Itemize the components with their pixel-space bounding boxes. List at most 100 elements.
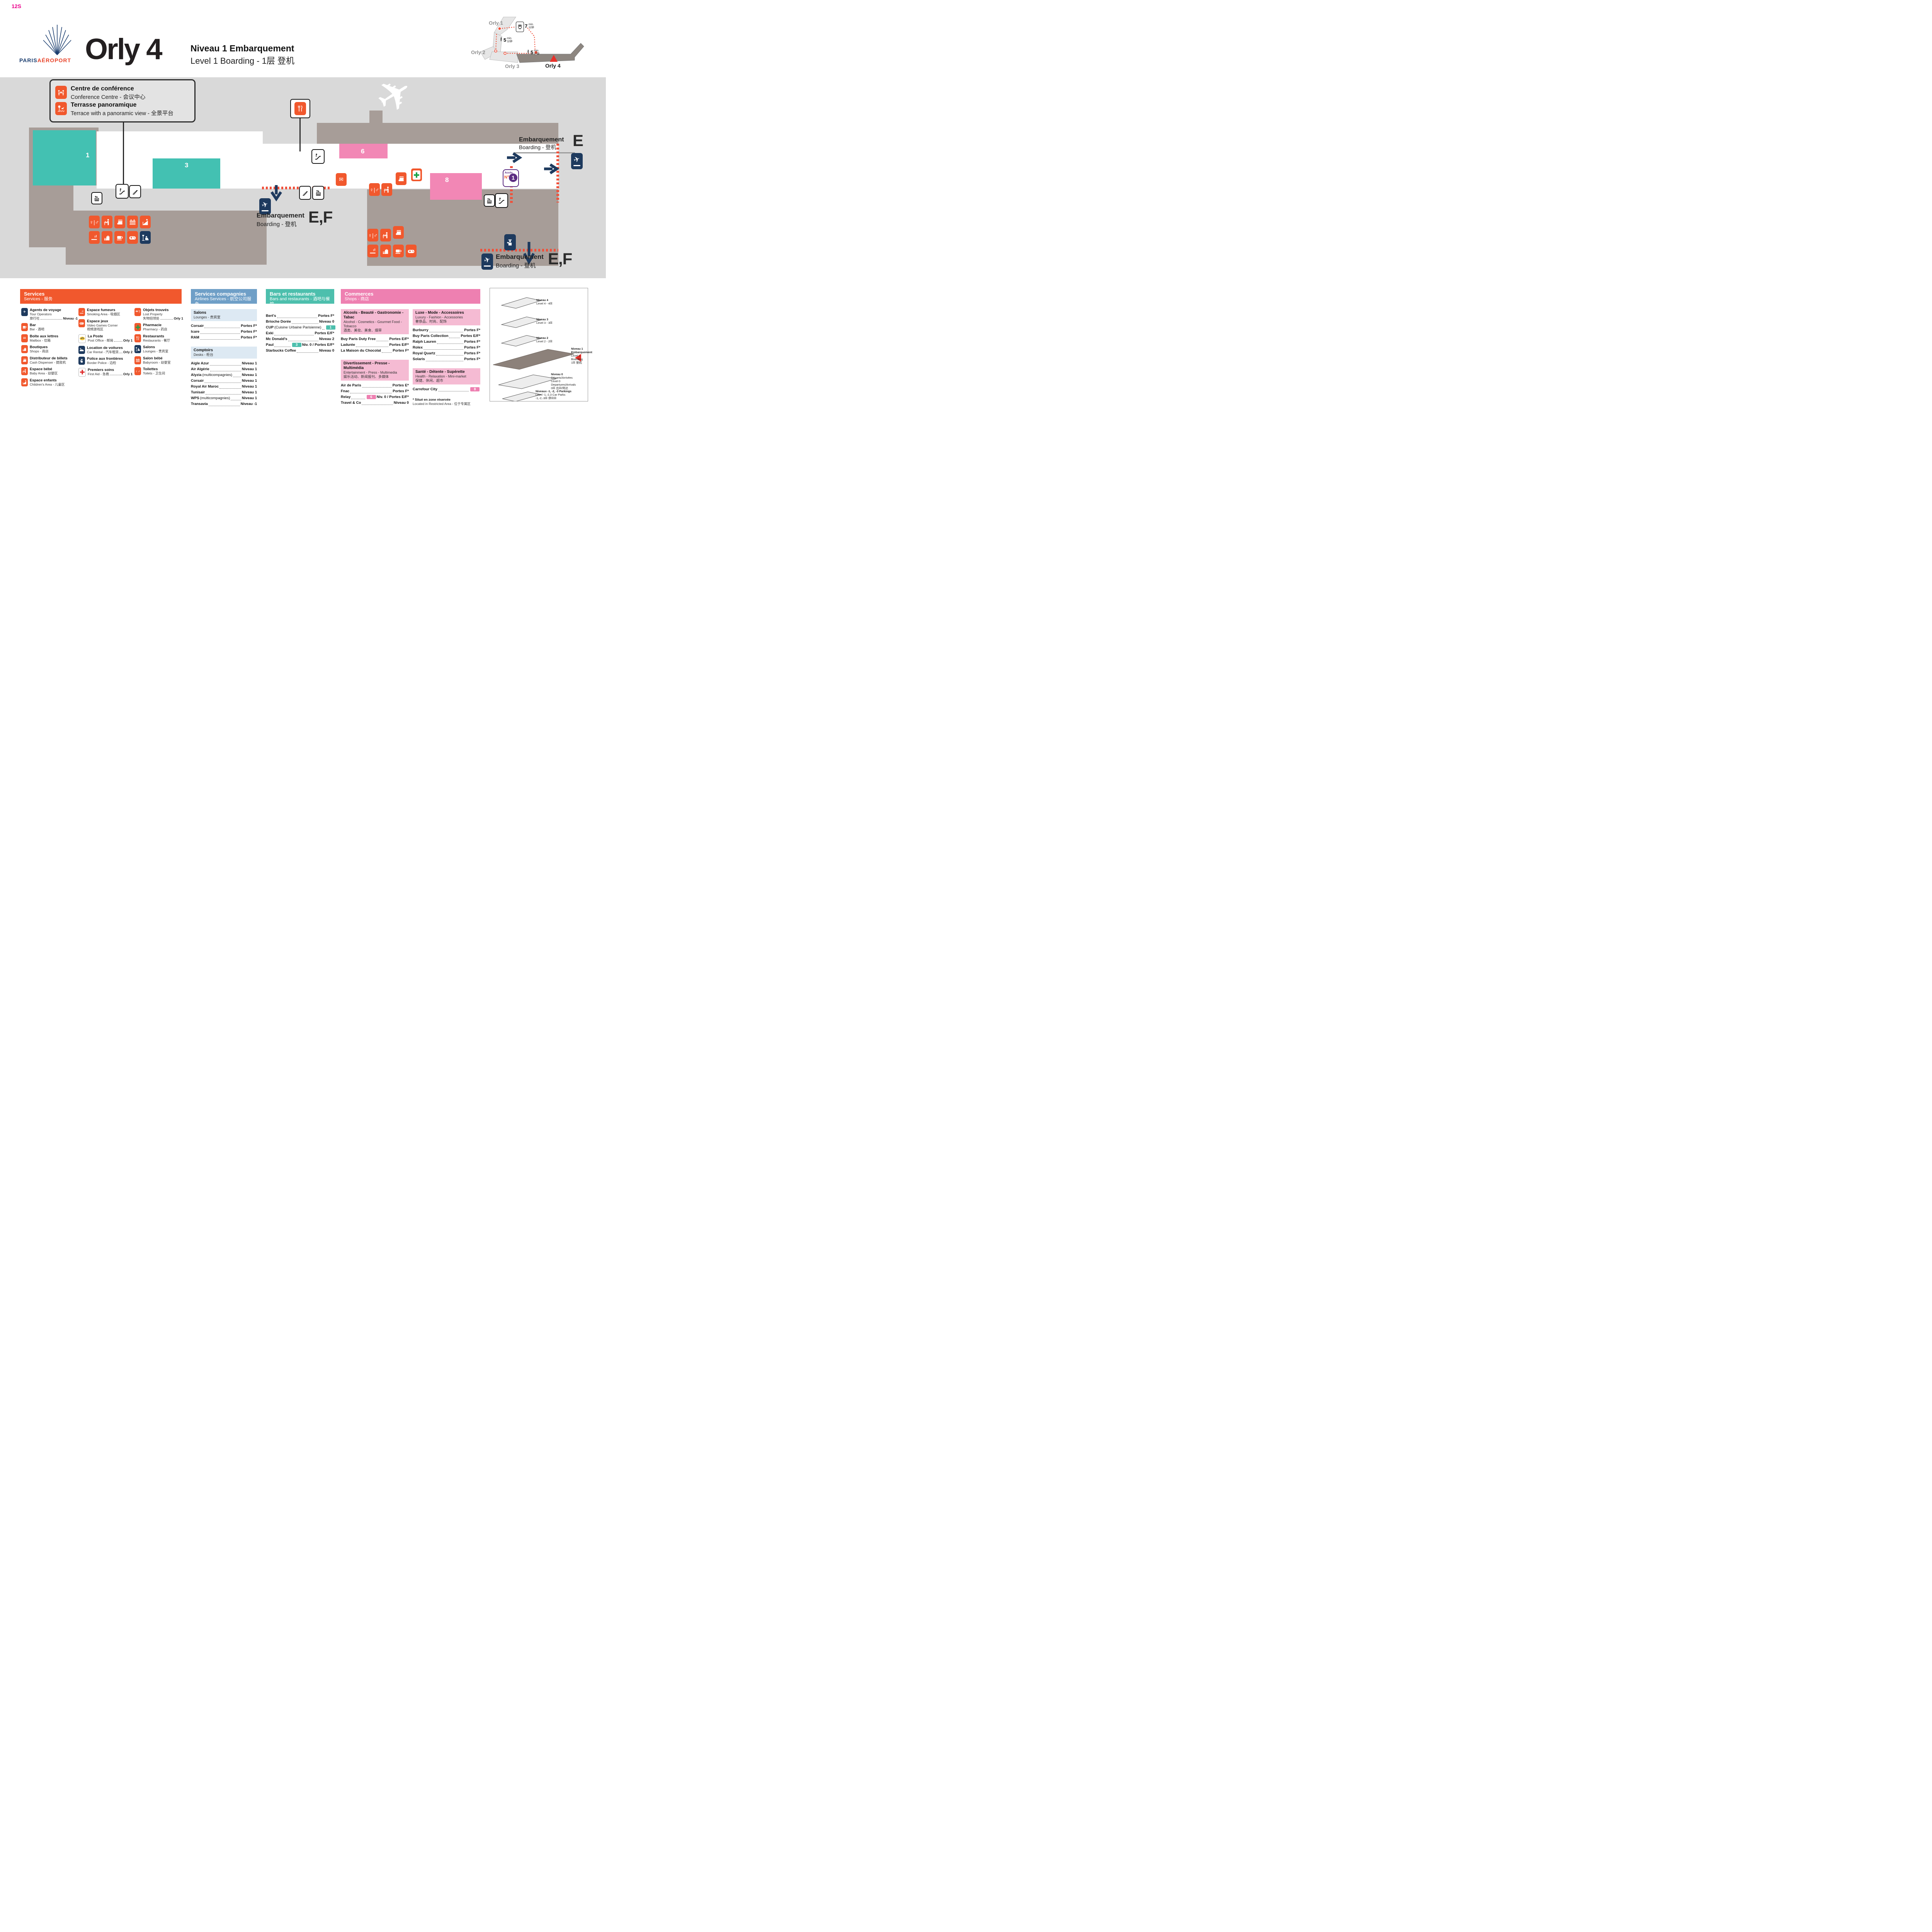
bars-subtitle: Bars and restaurants - 酒吧与餐馆 (270, 297, 330, 306)
mailbox-icon: ✉ (21, 334, 28, 342)
cash-dispenser-icon (114, 216, 125, 228)
la-poste-icon (78, 334, 86, 343)
shops-icon (21, 345, 28, 353)
page-code: 12S (12, 3, 21, 9)
commerces-title: Commerces (345, 291, 374, 297)
room-1-label: 1 (86, 151, 90, 159)
terminal-block (369, 111, 383, 124)
boarding-right-gates: E (573, 131, 583, 150)
minimap-walk1-time: 5 (503, 37, 507, 43)
orly4-terminal-map-page: 12S PARISAÉROPORT Orly 4 Niveau 1 Embarq… (0, 0, 606, 423)
bars-title: Bars et restaurants (270, 291, 316, 297)
children-area-icon (140, 216, 151, 228)
lost-property-icon: ☂? (134, 308, 141, 316)
callout-connector (123, 120, 124, 190)
minimap-orly1-label: Orly 1 (489, 20, 503, 26)
list-row: WPS(multicompagnies)Niveau 1 (191, 396, 257, 400)
walking-icon (500, 37, 502, 42)
babyroom-icon (134, 356, 141, 364)
boarding-center-fr: Embarquement (257, 212, 304, 219)
cash-dispenser-icon (396, 172, 406, 185)
video-games-icon (127, 231, 138, 244)
room-6-label: 6 (361, 148, 365, 155)
terrace-label-en: Terrace with a panoramic view - 全景平台 (71, 111, 173, 117)
minimap-orly3-label: Orly 3 (505, 63, 519, 69)
access-number: 1 (509, 173, 517, 182)
commerces-subtitle: Shops - 商店 (345, 297, 369, 301)
conference-label-fr: Centre de conférence (71, 85, 134, 92)
minimap-train-min: min. (529, 23, 534, 26)
page-subtitle-fr: Niveau 1 Embarquement (190, 43, 294, 53)
bar-icon (21, 323, 28, 331)
stairs-icon (299, 186, 311, 200)
restaurant-callout (290, 99, 310, 118)
access-prefix: N° (504, 175, 509, 180)
map-room-3 (153, 158, 220, 189)
down-arrow-icon (523, 242, 535, 264)
room-8-label: 8 (445, 176, 449, 184)
boarding-plane-icon: ✈ (481, 253, 493, 270)
baby-change-icon (381, 183, 392, 196)
section-services-header: Services Services - 服务 (20, 289, 182, 304)
services-subtitle: Services - 服务 (24, 297, 53, 301)
walking-icon (527, 49, 529, 54)
baby-change-icon (102, 216, 112, 228)
list-row: Alyzia(multicompagnies)Niveau 1 (191, 373, 257, 377)
restaurant-connector (299, 117, 301, 151)
commerces-sante-header: Santé - Détente - Supérette Health - Rel… (413, 368, 480, 384)
elevator-icon (312, 186, 324, 200)
border-police-icon (504, 234, 516, 250)
boarding-bottom-en: Boarding - 登机 (496, 262, 536, 269)
room-3-label: 3 (185, 162, 189, 169)
map-room-1 (33, 130, 96, 185)
smoking-icon (78, 308, 85, 316)
lounge-icon (140, 231, 151, 244)
security-line (480, 249, 558, 252)
commerces-column-2: Luxe - Mode - Accessoires Luxury - Fashi… (413, 309, 480, 406)
boarding-center-gates: E,F (308, 208, 333, 226)
logo-fan-icon (43, 25, 71, 55)
toilets-icon: ♀|♂ (89, 216, 100, 228)
minimap-orly2-label: Orly 2 (471, 49, 485, 55)
down-arrow-icon (270, 185, 282, 202)
paris-aeroport-logo (34, 24, 80, 58)
mailbox-icon: ✉ (336, 173, 347, 186)
page-title: Orly 4 (85, 33, 162, 66)
first-aid-icon (78, 367, 86, 377)
smoking-icon (367, 245, 378, 257)
section-commerces-header: Commerces Shops - 商店 (341, 289, 480, 304)
boarding-plane-icon: ✈ (571, 153, 583, 169)
smoking-icon (89, 231, 100, 244)
bar-icon (114, 231, 125, 244)
escalator-icon (495, 193, 508, 208)
conference-label-en: Conference Centre - 会议中心 (71, 94, 146, 100)
escalator-icon (116, 184, 129, 199)
border-police-icon (78, 357, 85, 365)
security-line (556, 144, 559, 202)
